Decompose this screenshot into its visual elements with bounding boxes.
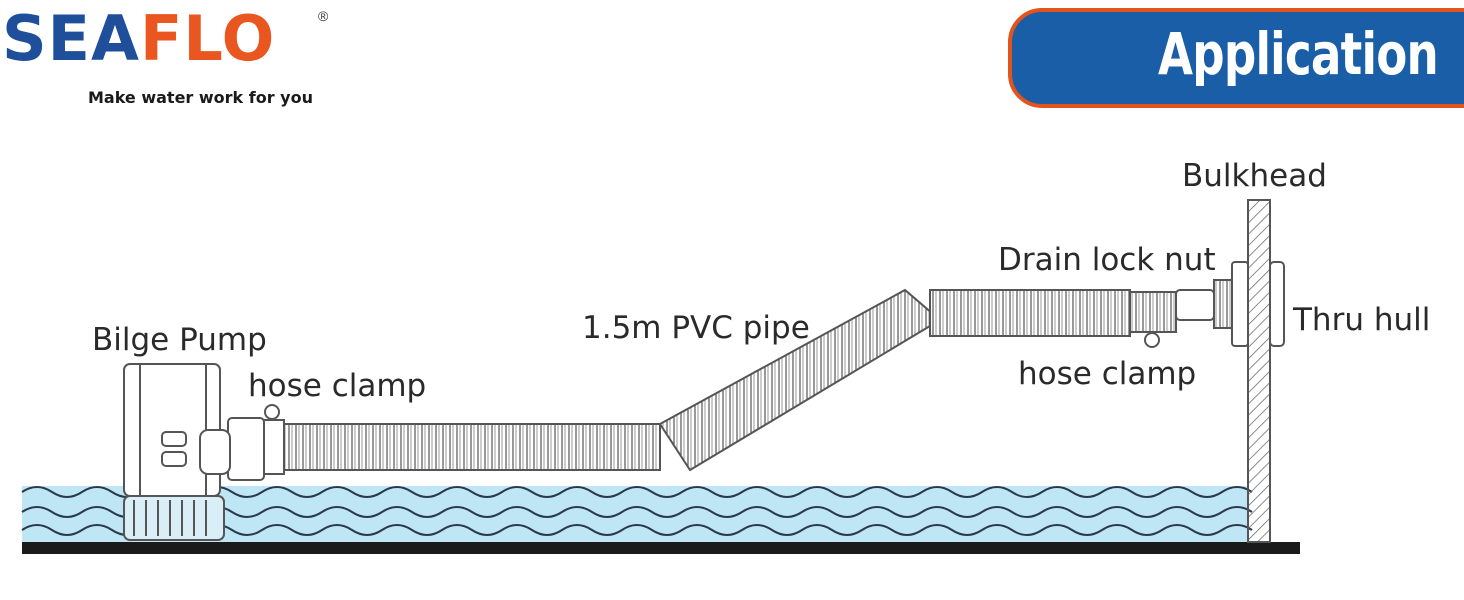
seaflo-logo: SEAFLO ® Make water work for you bbox=[2, 2, 332, 116]
water-body bbox=[22, 486, 1248, 542]
water-waves bbox=[21, 486, 1253, 536]
logo-tagline: Make water work for you bbox=[88, 88, 313, 107]
label-drain-lock-nut: Drain lock nut bbox=[998, 242, 1216, 278]
label-thru-hull: Thru hull bbox=[1292, 302, 1430, 338]
floor-line bbox=[22, 542, 1300, 554]
pvc-pipe bbox=[279, 288, 1131, 472]
logo-part-sea: SEA bbox=[2, 2, 140, 75]
right-hose-clamp bbox=[1127, 291, 1177, 348]
bilge-pump-body bbox=[123, 363, 231, 541]
logo-part-flo: FLO bbox=[140, 2, 276, 75]
registered-mark: ® bbox=[318, 8, 329, 24]
application-badge-label: Application bbox=[1158, 20, 1439, 88]
label-hose-clamp-right: hose clamp bbox=[1018, 356, 1196, 392]
label-hose-clamp-left: hose clamp bbox=[248, 368, 426, 404]
left-hose-clamp bbox=[227, 404, 285, 481]
application-badge: Application bbox=[1008, 8, 1464, 108]
logo-wordmark: SEAFLO bbox=[2, 2, 275, 76]
bulkhead-wall bbox=[1247, 199, 1271, 543]
label-bulkhead: Bulkhead bbox=[1182, 158, 1327, 194]
thru-hull-fitting bbox=[1175, 261, 1285, 347]
label-pvc-pipe: 1.5m PVC pipe bbox=[582, 310, 810, 346]
label-bilge-pump: Bilge Pump bbox=[92, 322, 267, 358]
